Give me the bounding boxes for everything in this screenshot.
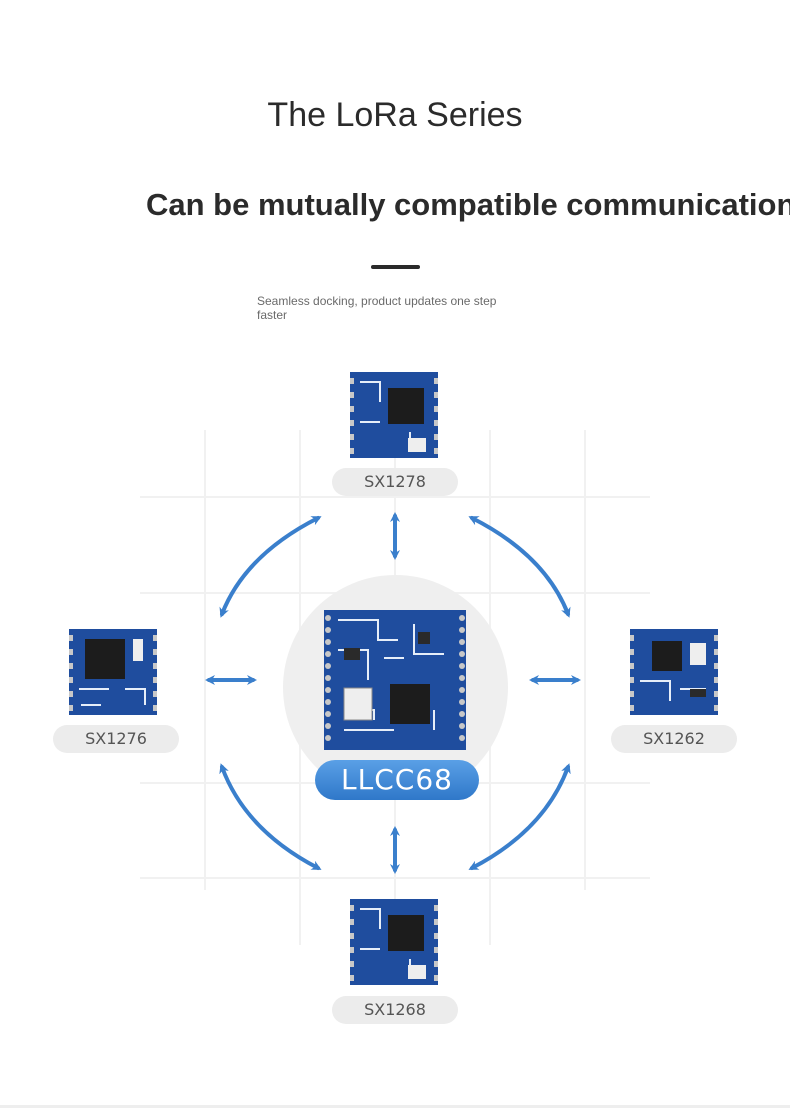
page-subtitle: Can be mutually compatible communication bbox=[146, 187, 790, 222]
sx1276-module-image bbox=[69, 629, 157, 715]
llcc68-label: LLCC68 bbox=[315, 760, 479, 800]
arrow-bottom-right bbox=[468, 763, 571, 870]
compatibility-arrows bbox=[205, 512, 581, 874]
sx1278-label: SX1278 bbox=[332, 468, 458, 496]
sx1262-label: SX1262 bbox=[611, 725, 737, 753]
sx1278-module-image bbox=[350, 372, 438, 458]
arrow-top-left bbox=[219, 516, 322, 618]
arrow-top-right bbox=[468, 516, 571, 618]
sx1276-label: SX1276 bbox=[53, 725, 179, 753]
sx1262-module-image bbox=[630, 629, 718, 715]
page-title: The LoRa Series bbox=[267, 96, 523, 134]
bottom-divider bbox=[0, 1105, 790, 1108]
llcc68-module-image bbox=[324, 610, 466, 750]
sx1268-module-image bbox=[350, 899, 438, 985]
tagline: Seamless docking, product updates one st… bbox=[257, 294, 497, 322]
arrow-bottom-left bbox=[219, 763, 322, 870]
title-divider bbox=[371, 265, 420, 269]
sx1268-label: SX1268 bbox=[332, 996, 458, 1024]
